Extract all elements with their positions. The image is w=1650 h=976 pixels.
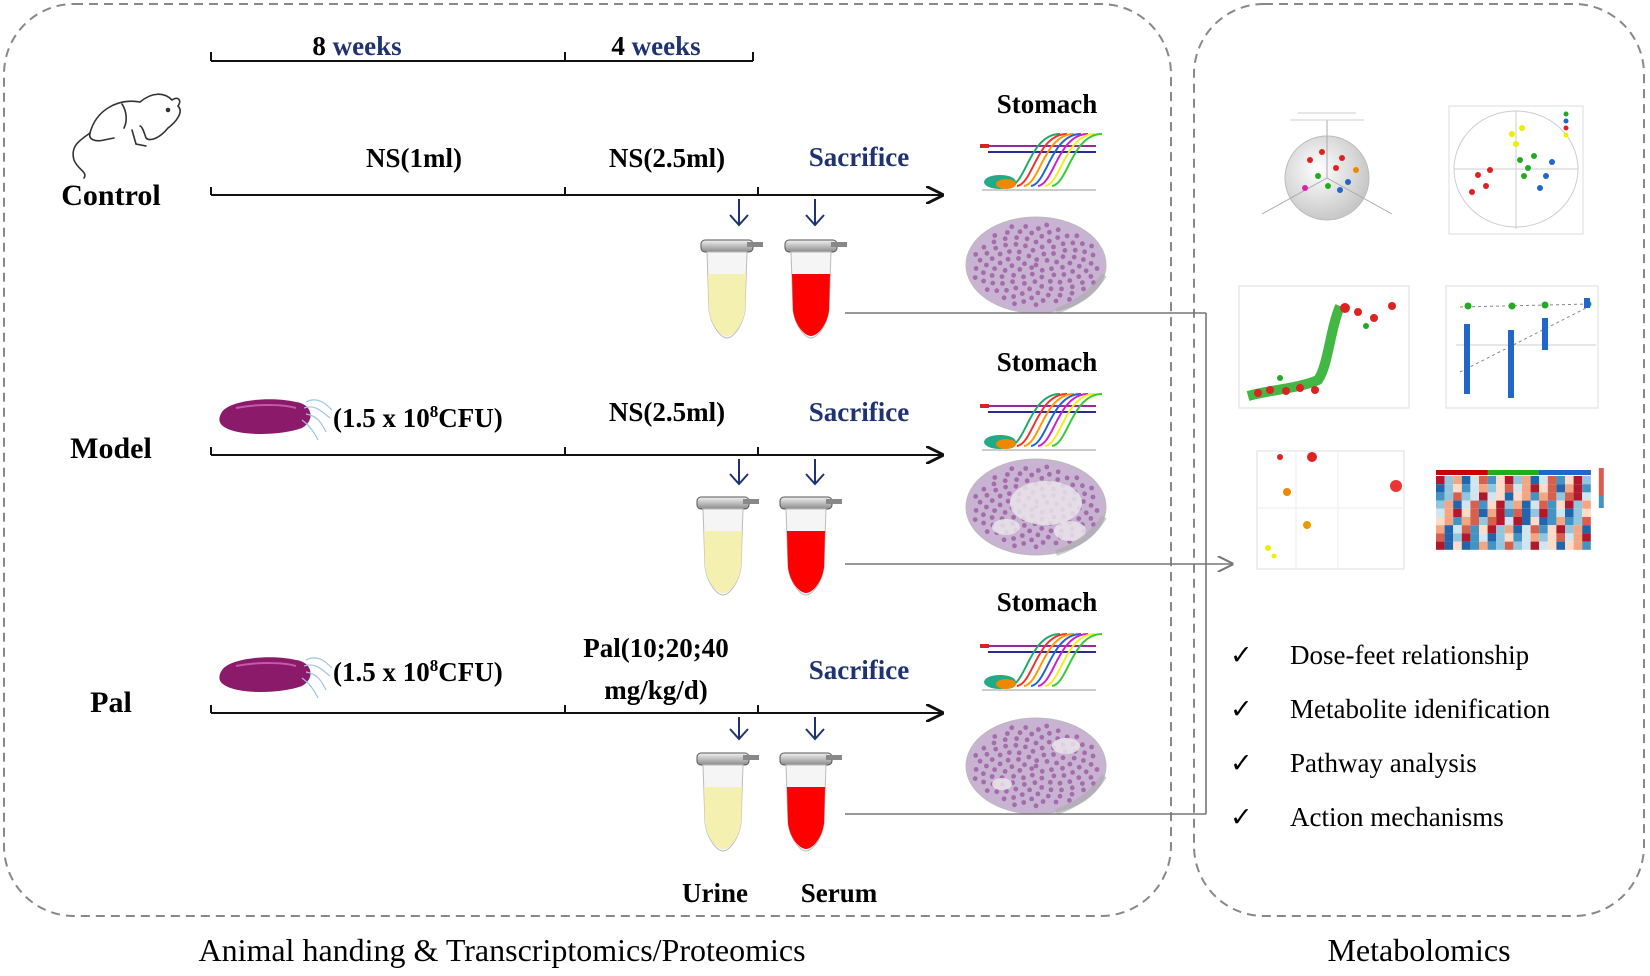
svg-text:8 weeks: 8 weeks (312, 31, 401, 61)
stomach-label-pal: Stomach (997, 587, 1098, 617)
pathway-bubble-plot-thumbnail (1256, 450, 1405, 570)
connector-lines (845, 312, 1232, 815)
sampling-arrows (729, 199, 825, 741)
heatmap-thumbnail (1436, 468, 1604, 550)
stomach-label-control: Stomach (997, 89, 1098, 119)
model-sacrifice-label: Sacrifice (809, 397, 909, 427)
checklist-item-action-mechanisms: Action mechanisms (1290, 802, 1504, 832)
right-panel-border (1193, 3, 1645, 917)
pca-2d-plot-thumbnail (1448, 105, 1584, 235)
left-panel-caption: Animal handing & Transcriptomics/Proteom… (198, 932, 805, 968)
group-label-model: Model (70, 432, 152, 465)
stomach-tissue-image (965, 216, 1107, 314)
group-label-control: Control (61, 179, 160, 212)
pca-3d-plot-thumbnail (1261, 112, 1393, 221)
checklist-item-pathway-analysis: Pathway analysis (1290, 748, 1477, 778)
period2-unit: weeks (632, 31, 701, 61)
stomach-tissue-image (965, 458, 1107, 556)
period2-number: 4 (611, 31, 625, 61)
pal-phase1-label: (1.5 x 108CFU) (333, 656, 503, 687)
urine-tube (696, 496, 759, 596)
bacterium-icon-model (219, 399, 333, 441)
control-sacrifice-label: Sacrifice (809, 142, 909, 172)
mouse-icon (72, 93, 181, 179)
serum-tube (779, 496, 842, 596)
period1-number: 8 (312, 31, 326, 61)
serum-tube (784, 239, 847, 339)
control-phase1-label: NS(1ml) (366, 143, 462, 173)
stomach-label-model: Stomach (997, 347, 1098, 377)
model-phase2-label: NS(2.5ml) (609, 397, 725, 427)
bacterium-icon-pal (219, 657, 333, 699)
urine-tube (700, 239, 763, 339)
group-label-pal: Pal (90, 686, 132, 719)
qpcr-curve-thumbnail (980, 384, 1103, 452)
period1-unit: weeks (333, 31, 402, 61)
serum-label: Serum (801, 878, 878, 908)
check-icon: ✓ (1230, 802, 1253, 832)
model-phase1-label: (1.5 x 108CFU) (333, 402, 503, 433)
timeline-control (210, 187, 942, 195)
checklist-item-metabolite-identification: Metabolite idenification (1290, 694, 1551, 724)
svg-text:4 weeks: 4 weeks (611, 31, 700, 61)
qpcr-curve-thumbnail (980, 124, 1103, 192)
checklist-item-dose-relationship: Dose-feet relationship (1290, 640, 1529, 670)
pal-phase2-line1: Pal(10;20;40 (583, 633, 728, 663)
control-phase2-label: NS(2.5ml) (609, 143, 725, 173)
timeline-pal (210, 705, 942, 713)
check-icon: ✓ (1230, 748, 1253, 778)
urine-label: Urine (682, 878, 748, 908)
s-plot-thumbnail (1238, 285, 1410, 409)
analysis-checklist: ✓ Dose-feet relationship ✓ Metabolite id… (1230, 640, 1551, 832)
check-icon: ✓ (1230, 640, 1253, 670)
stomach-tissue-image (965, 717, 1107, 815)
pal-phase2-line2: mg/kg/d) (604, 675, 708, 705)
timeline-header: 8 weeks 4 weeks (210, 31, 754, 62)
qpcr-curve-thumbnail (980, 624, 1103, 692)
serum-tube (779, 752, 842, 852)
permutation-plot-thumbnail (1445, 285, 1599, 409)
pal-sacrifice-label: Sacrifice (809, 655, 909, 685)
timeline-model (210, 447, 942, 455)
urine-tube (696, 752, 759, 852)
right-panel-caption: Metabolomics (1327, 932, 1510, 968)
left-panel-border (3, 3, 1172, 917)
check-icon: ✓ (1230, 694, 1253, 724)
